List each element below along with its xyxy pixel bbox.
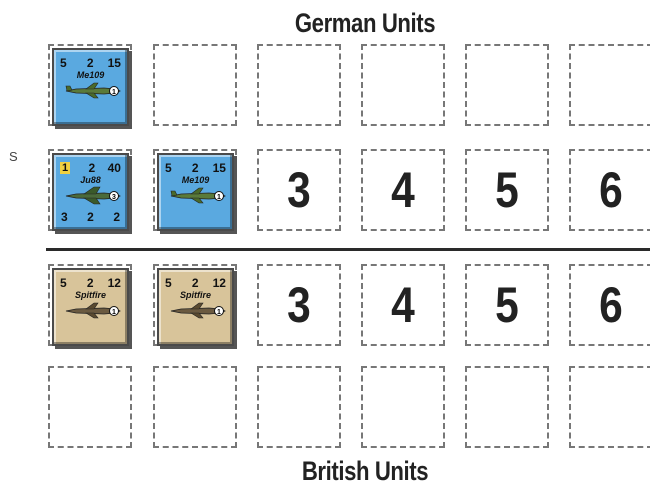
german-front-box-3[interactable]: 3 [257, 149, 341, 231]
counter-badge: 1 [217, 309, 221, 316]
counter-badge: 1 [112, 89, 116, 96]
ju88-counter[interactable]: 1 2 40 Ju88 3 3 2 2 [52, 153, 129, 231]
aircraft-name: Me109 [159, 175, 232, 185]
range-value: 12 [108, 277, 121, 289]
german-front-box-6[interactable]: 6 [569, 149, 650, 231]
british-reserve-box-3[interactable] [257, 366, 341, 448]
german-reserve-box-3[interactable] [257, 44, 341, 126]
bomber-tag: 1 [60, 162, 70, 174]
range-value: 12 [213, 277, 226, 289]
german-front-box-4[interactable]: 4 [361, 149, 445, 231]
aircraft-name: Me109 [54, 70, 127, 80]
german-units-title: German Units [66, 8, 650, 39]
bottom-value-2: 2 [87, 211, 94, 223]
german-reserve-box-4[interactable] [361, 44, 445, 126]
british-reserve-box-5[interactable] [465, 366, 549, 448]
box-number: 3 [287, 161, 311, 219]
range-value: 15 [213, 162, 226, 174]
bottom-value-3: 2 [113, 211, 120, 223]
british-front-box-3[interactable]: 3 [257, 264, 341, 346]
attack-value: 5 [165, 277, 172, 289]
counter-badge: 1 [112, 309, 116, 316]
bomber-plane-icon: 3 [64, 185, 122, 205]
box-number: 4 [391, 161, 415, 219]
british-reserve-box-6[interactable] [569, 366, 650, 448]
side-letter: S [9, 149, 18, 164]
fighter-plane-icon: 1 [64, 300, 122, 320]
fighter-plane-icon: 1 [169, 300, 227, 320]
aircraft-name: Ju88 [54, 175, 127, 185]
bottom-value-1: 3 [61, 211, 68, 223]
range-value: 15 [108, 57, 121, 69]
defense-value: 2 [87, 277, 94, 289]
box-number: 6 [599, 161, 623, 219]
german-reserve-box-6[interactable] [569, 44, 650, 126]
british-front-box-5[interactable]: 5 [465, 264, 549, 346]
british-reserve-box-4[interactable] [361, 366, 445, 448]
defense-value: 2 [89, 162, 96, 174]
german-reserve-box-5[interactable] [465, 44, 549, 126]
range-value: 40 [108, 162, 121, 174]
box-number: 5 [495, 276, 519, 334]
box-number: 5 [495, 161, 519, 219]
aircraft-name: Spitfire [159, 290, 232, 300]
box-number: 4 [391, 276, 415, 334]
defense-value: 2 [192, 277, 199, 289]
british-units-title: British Units [66, 456, 650, 487]
fighter-plane-icon: 1 [64, 80, 122, 100]
spitfire-counter[interactable]: 5 2 12 Spitfire 1 [157, 268, 234, 346]
front-line-divider [46, 248, 650, 251]
defense-value: 2 [87, 57, 94, 69]
british-front-box-4[interactable]: 4 [361, 264, 445, 346]
german-reserve-box-2[interactable] [153, 44, 237, 126]
me109-counter[interactable]: 5 2 15 Me109 1 [157, 153, 234, 231]
british-front-box-6[interactable]: 6 [569, 264, 650, 346]
attack-value: 5 [60, 57, 67, 69]
box-number: 6 [599, 276, 623, 334]
box-number: 3 [287, 276, 311, 334]
counter-badge: 1 [217, 194, 221, 201]
counter-badge: 3 [112, 194, 116, 201]
aircraft-name: Spitfire [54, 290, 127, 300]
british-reserve-box-1[interactable] [48, 366, 132, 448]
spitfire-counter[interactable]: 5 2 12 Spitfire 1 [52, 268, 129, 346]
attack-value: 5 [60, 277, 67, 289]
fighter-plane-icon: 1 [169, 185, 227, 205]
german-front-box-5[interactable]: 5 [465, 149, 549, 231]
defense-value: 2 [192, 162, 199, 174]
me109-counter[interactable]: 5 2 15 Me109 1 [52, 48, 129, 126]
british-reserve-box-2[interactable] [153, 366, 237, 448]
attack-value: 5 [165, 162, 172, 174]
